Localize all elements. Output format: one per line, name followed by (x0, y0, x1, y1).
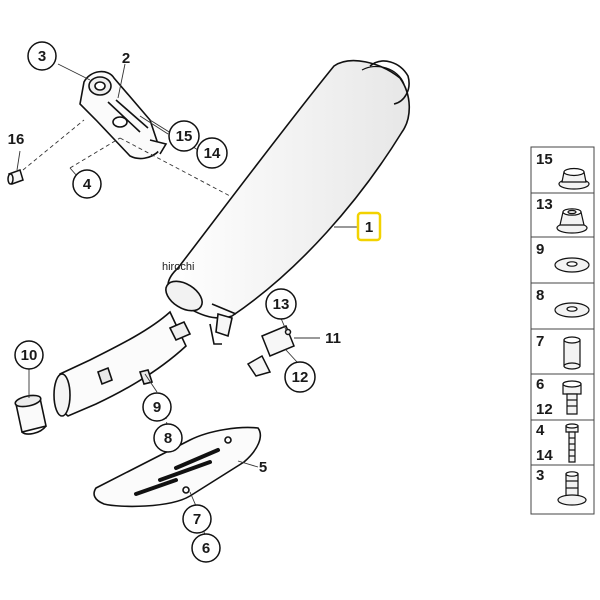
legend-row-4-14: 4 14 (536, 422, 579, 464)
svg-text:4: 4 (83, 176, 92, 193)
callout-2: 2 (122, 50, 130, 67)
svg-text:13: 13 (273, 296, 290, 313)
callout-15: 15 (168, 120, 200, 152)
callout-5: 5 (259, 459, 267, 476)
svg-text:15: 15 (536, 151, 553, 168)
svg-text:3: 3 (38, 48, 46, 65)
callout-13: 13 (265, 288, 297, 320)
legend-row-6-12: 6 12 (536, 376, 582, 418)
mounting-bracket-part (79, 70, 168, 160)
svg-text:15: 15 (176, 128, 193, 145)
legend-row-3: 3 (536, 467, 587, 506)
svg-text:14: 14 (204, 145, 221, 162)
brand-watermark: hirochi (162, 261, 194, 273)
washer-icon (554, 302, 590, 318)
flange-nut-icon (558, 167, 590, 190)
callout-12: 12 (284, 361, 316, 393)
svg-text:14: 14 (536, 447, 553, 464)
pin-part (7, 169, 24, 185)
threaded-bushing-icon (557, 471, 587, 506)
legend-row-9: 9 (536, 241, 590, 273)
svg-text:7: 7 (536, 333, 544, 350)
svg-text:1: 1 (365, 219, 373, 236)
heat-shield-part (93, 426, 262, 508)
svg-text:12: 12 (536, 401, 553, 418)
hex-nut-icon (556, 208, 588, 234)
callout-4: 4 (72, 169, 102, 199)
spacer-sleeve-icon (563, 336, 581, 370)
legend-row-13: 13 (536, 196, 588, 234)
svg-text:8: 8 (536, 287, 544, 304)
callout-11: 11 (325, 330, 341, 347)
svg-text:13: 13 (536, 196, 553, 213)
svg-text:6: 6 (536, 376, 544, 393)
small-bracket-part (246, 325, 295, 377)
svg-text:9: 9 (536, 241, 544, 258)
svg-text:11: 11 (325, 330, 341, 347)
washer-icon (554, 257, 590, 273)
svg-text:6: 6 (202, 540, 210, 557)
svg-text:5: 5 (259, 459, 267, 476)
svg-text:10: 10 (21, 347, 38, 364)
callout-6: 6 (191, 533, 221, 563)
hex-bolt-icon (562, 380, 582, 415)
parts-legend: 15 13 9 8 (530, 146, 595, 515)
muffler-part (165, 59, 411, 345)
callout-1-highlight: 1 (356, 211, 382, 242)
long-screw-icon (565, 423, 579, 463)
svg-text:4: 4 (536, 422, 545, 439)
callout-16: 16 (8, 131, 25, 148)
svg-text:12: 12 (292, 369, 309, 386)
svg-text:16: 16 (8, 131, 25, 148)
pipe-clamp-part (14, 394, 47, 435)
callout-14: 14 (196, 137, 228, 169)
legend-row-8: 8 (536, 287, 590, 318)
callout-9: 9 (142, 392, 172, 422)
legend-row-15: 15 (536, 151, 590, 190)
callout-10: 10 (14, 340, 44, 370)
legend-row-7: 7 (536, 333, 581, 370)
callout-8: 8 (153, 423, 183, 453)
link-pipe-part (53, 310, 192, 417)
svg-text:3: 3 (536, 467, 544, 484)
svg-text:2: 2 (122, 50, 130, 67)
callout-3: 3 (27, 41, 57, 71)
svg-text:8: 8 (164, 430, 172, 447)
svg-text:7: 7 (193, 511, 201, 528)
callout-7: 7 (182, 504, 212, 534)
svg-text:9: 9 (153, 399, 161, 416)
